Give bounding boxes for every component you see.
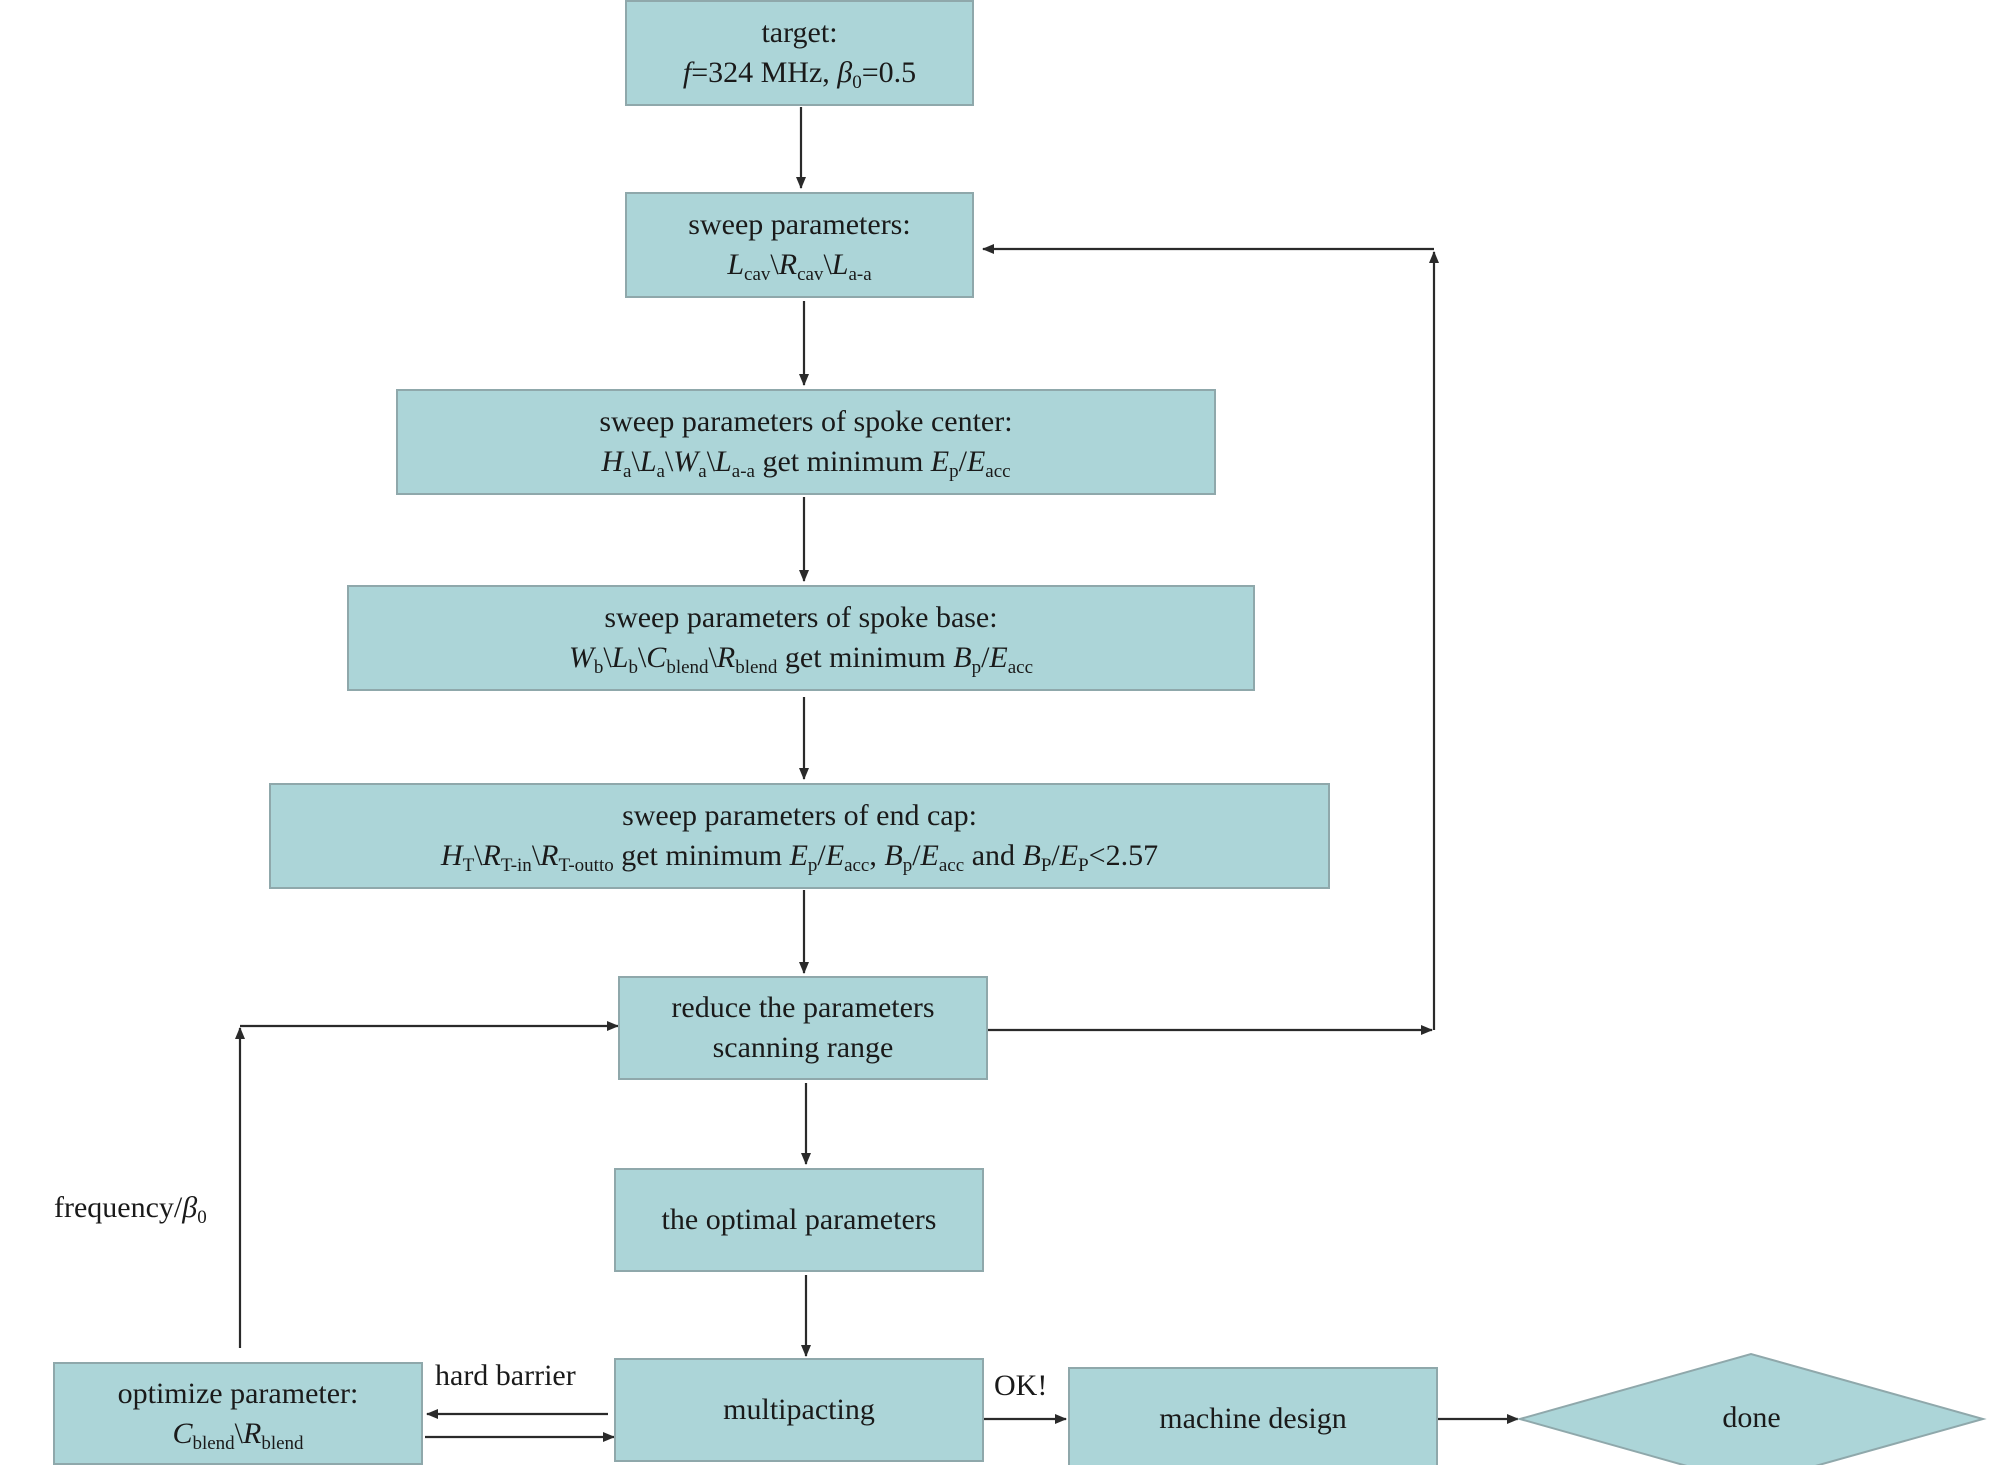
- reduce-line-1: reduce the parameters: [671, 991, 935, 1024]
- hard-barrier-label: hard barrier: [435, 1359, 576, 1392]
- target-box: target: f=324 MHz, β0=0.5: [625, 0, 974, 106]
- sweep-parameters-box: sweep parameters: Lcav\Rcav\La-a: [625, 192, 974, 298]
- optimize-params: Cblend\Rblend: [172, 1416, 304, 1454]
- spoke-base-params: Wb\Lb\Cblend\Rblend get minimum Bp/Eacc: [568, 641, 1034, 678]
- spoke-center-box: sweep parameters of spoke center: Ha\La\…: [396, 389, 1216, 495]
- spoke-base-box: sweep parameters of spoke base: Wb\Lb\Cb…: [347, 585, 1255, 691]
- done-label: done: [1722, 1401, 1781, 1434]
- sweep-params: Lcav\Rcav\La-a: [727, 248, 872, 285]
- multipacting-box: multipacting: [614, 1358, 984, 1462]
- spoke-center-params: Ha\La\Wa\La-a get minimum Ep/Eacc: [601, 445, 1011, 482]
- reduce-line-2: scanning range: [712, 1031, 894, 1064]
- optimize-title: optimize parameter:: [117, 1376, 359, 1410]
- reduce-range-box: reduce the parameters scanning range: [618, 976, 988, 1080]
- ok-label: OK!: [994, 1369, 1048, 1402]
- optimize-parameter-box: optimize parameter: Cblend\Rblend: [53, 1362, 423, 1465]
- sweep-title: sweep parameters:: [688, 208, 911, 241]
- target-spec: f=324 MHz, β0=0.5: [682, 56, 917, 93]
- end-cap-box: sweep parameters of end cap: HT\RT-in\RT…: [269, 783, 1330, 889]
- machine-design-box: machine design: [1068, 1367, 1438, 1465]
- multipacting-label: multipacting: [723, 1393, 875, 1426]
- spoke-center-title: sweep parameters of spoke center:: [599, 405, 1013, 438]
- optimal-label: the optimal parameters: [661, 1203, 937, 1236]
- machine-design-label: machine design: [1159, 1402, 1347, 1435]
- done-diamond: [1516, 1352, 1987, 1465]
- end-cap-title: sweep parameters of end cap:: [622, 799, 977, 832]
- frequency-label: frequency/β0: [54, 1191, 207, 1228]
- spoke-base-title: sweep parameters of spoke base:: [604, 601, 998, 634]
- optimal-parameters-box: the optimal parameters: [614, 1168, 984, 1272]
- target-title: target:: [761, 16, 838, 49]
- end-cap-params: HT\RT-in\RT-outto get minimum Ep/Eacc, B…: [440, 839, 1159, 876]
